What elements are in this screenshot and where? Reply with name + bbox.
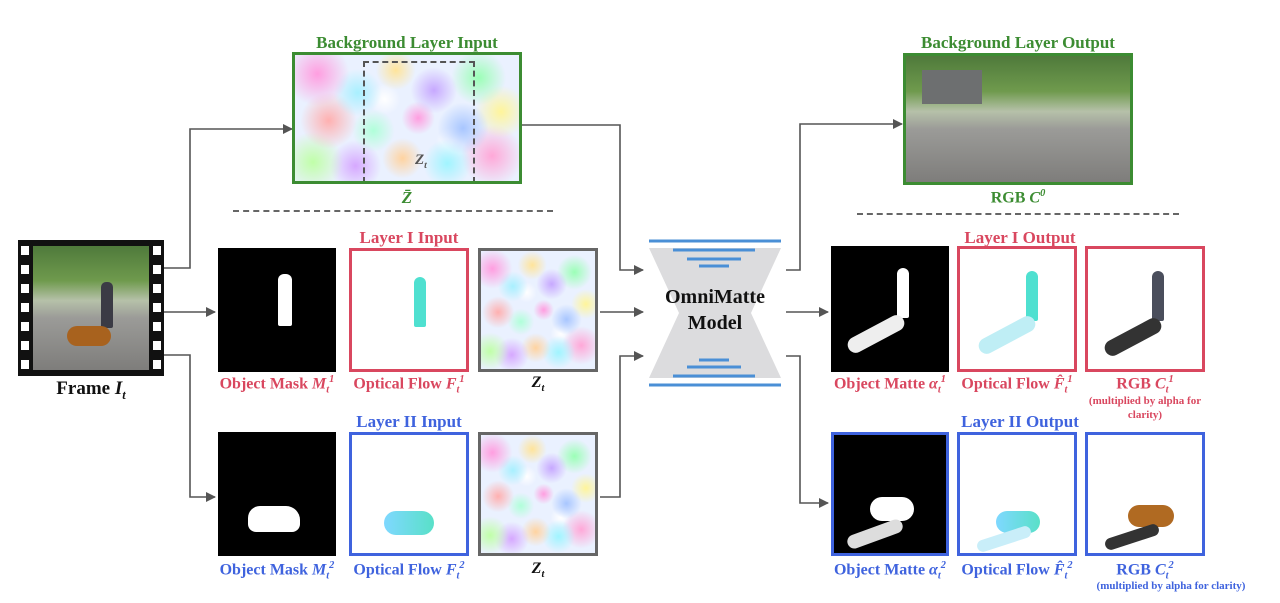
oflow1-label: Optical Flow F̂t1 xyxy=(961,374,1073,396)
output-separator xyxy=(857,213,1179,215)
mask2-label: Object Mask Mt2 xyxy=(219,560,335,582)
frame-photo xyxy=(33,246,149,370)
flow1-person-shape xyxy=(414,277,426,327)
rgb1-note: (multiplied by alpha for clarity) xyxy=(1088,395,1202,421)
arrow-bg-input-to-model xyxy=(522,124,644,275)
rgb-out-1-image xyxy=(1085,246,1205,372)
layer1-input-label: Layer I Input xyxy=(359,228,459,247)
arrow-frame-to-layer2 xyxy=(163,354,216,502)
oflow1-shadow-shape xyxy=(975,313,1039,357)
optical-flow-out-1-image xyxy=(957,246,1077,372)
optical-flow-2-image xyxy=(349,432,469,556)
frame-label: Frame It xyxy=(56,378,126,402)
optical-flow-1-image xyxy=(349,248,469,372)
z1-label: Zt xyxy=(531,374,545,395)
model-hourglass-shape xyxy=(649,248,781,378)
matte1-label: Object Matte αt1 xyxy=(833,374,946,396)
rgb2-dog-shape xyxy=(1128,505,1174,527)
bg-input-label: Background Layer Input xyxy=(316,33,498,52)
z2-label: Zt xyxy=(531,560,545,581)
optical-flow-out-2-image xyxy=(957,432,1077,556)
layer2-output-label: Layer II Output xyxy=(961,412,1079,431)
layer1-output-label: Layer I Output xyxy=(964,228,1076,247)
arrow-model-to-bg-output xyxy=(786,119,903,271)
film-sprockets xyxy=(21,246,161,369)
zbar-label: Z̄ xyxy=(401,188,413,207)
mask1-label: Object Mask Mt1 xyxy=(219,374,335,396)
rgb2-shadow-shape xyxy=(1103,522,1161,552)
matte2-shadow-shape xyxy=(845,517,905,551)
model-label-line1: OmniMatte xyxy=(665,286,765,308)
mask2-dog-shape xyxy=(248,506,300,532)
object-matte-2-image xyxy=(831,432,949,556)
zt-layer1-image xyxy=(478,248,598,372)
rgb0-label: RGB C0 xyxy=(990,188,1046,207)
rgb2-note: (multiplied by alpha for clarity) xyxy=(1096,580,1246,592)
matte2-label: Object Matte αt2 xyxy=(833,560,946,582)
oflow1-person-shape xyxy=(1026,271,1038,321)
bg-input-noise-image: Zt xyxy=(292,52,522,184)
flow2-label: Optical Flow Ft2 xyxy=(353,560,465,582)
arrow-model-to-layer2-output xyxy=(786,355,829,508)
flow1-label: Optical Flow Ft1 xyxy=(353,374,465,396)
house-shape xyxy=(922,70,982,104)
dog-silhouette xyxy=(67,326,111,346)
bg-output-image xyxy=(903,53,1133,185)
object-matte-1-image xyxy=(831,246,949,372)
rgb1-label: RGB Ct1 xyxy=(1116,374,1174,396)
person-silhouette xyxy=(101,282,113,328)
zt-crop-label: Zt xyxy=(415,152,427,171)
object-mask-2-image xyxy=(218,432,336,556)
rgb2-label: RGB Ct2 xyxy=(1116,560,1174,582)
matte1-shadow-shape xyxy=(844,312,908,356)
matte1-person-shape xyxy=(897,268,909,318)
layer2-input-label: Layer II Input xyxy=(356,412,462,431)
zt-layer2-image xyxy=(478,432,598,556)
rgb1-person-shape xyxy=(1152,271,1164,321)
input-separator xyxy=(233,210,553,212)
oflow2-label: Optical Flow F̂t2 xyxy=(961,560,1073,582)
flow2-dog-shape xyxy=(384,511,434,535)
bg-output-label: Background Layer Output xyxy=(921,33,1115,52)
omnimatte-model-block xyxy=(649,239,781,387)
arrow-frame-to-bg-input xyxy=(163,124,293,269)
frame-filmstrip xyxy=(18,240,164,376)
rgb-out-2-image xyxy=(1085,432,1205,556)
object-mask-1-image xyxy=(218,248,336,372)
model-label-line2: Model xyxy=(687,312,743,334)
mask1-person-shape xyxy=(278,274,292,326)
rgb1-shadow-shape xyxy=(1101,315,1165,359)
matte2-dog-shape xyxy=(870,497,914,521)
arrow-layer2-to-model xyxy=(600,351,644,498)
zt-crop-box xyxy=(363,61,475,181)
